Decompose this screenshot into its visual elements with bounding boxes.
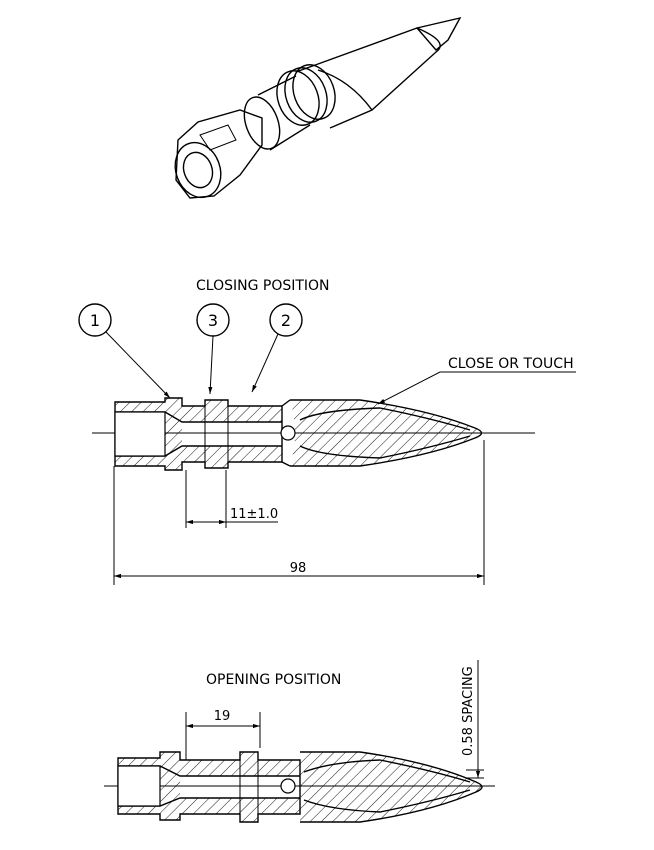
closing-view: CLOSING POSITION 1 3 2 CLOSE OR TOUCH (78, 278, 576, 585)
closing-title: CLOSING POSITION (196, 278, 330, 294)
opening-dim-gap: 19 (214, 709, 231, 724)
balloon-1 (78, 303, 112, 337)
isometric-view (174, 16, 462, 199)
part-2-outline (290, 399, 483, 467)
balloon-2-label: 2 (281, 311, 291, 330)
opening-cone (300, 751, 483, 823)
part-2-cone (290, 400, 482, 466)
opening-title: OPENING POSITION (206, 672, 341, 688)
closing-dim-length: 98 (290, 561, 307, 576)
leader-1 (105, 331, 171, 399)
opening-dim-spacing: 0.58 SPACING (461, 666, 476, 756)
closing-dim-gap: 11±1.0 (230, 507, 278, 522)
callout-leader (377, 371, 576, 405)
balloon-2 (269, 303, 303, 337)
leader-2 (251, 333, 279, 393)
leader-3 (208, 335, 214, 395)
opening-view: OPENING POSITION 19 0.58 SPACING (104, 660, 495, 823)
sleeve-bore (114, 411, 166, 457)
balloon-3-label: 3 (208, 311, 218, 330)
closing-callout: CLOSE OR TOUCH (448, 356, 574, 372)
balloon-1-label: 1 (90, 311, 100, 330)
pin (280, 425, 296, 441)
